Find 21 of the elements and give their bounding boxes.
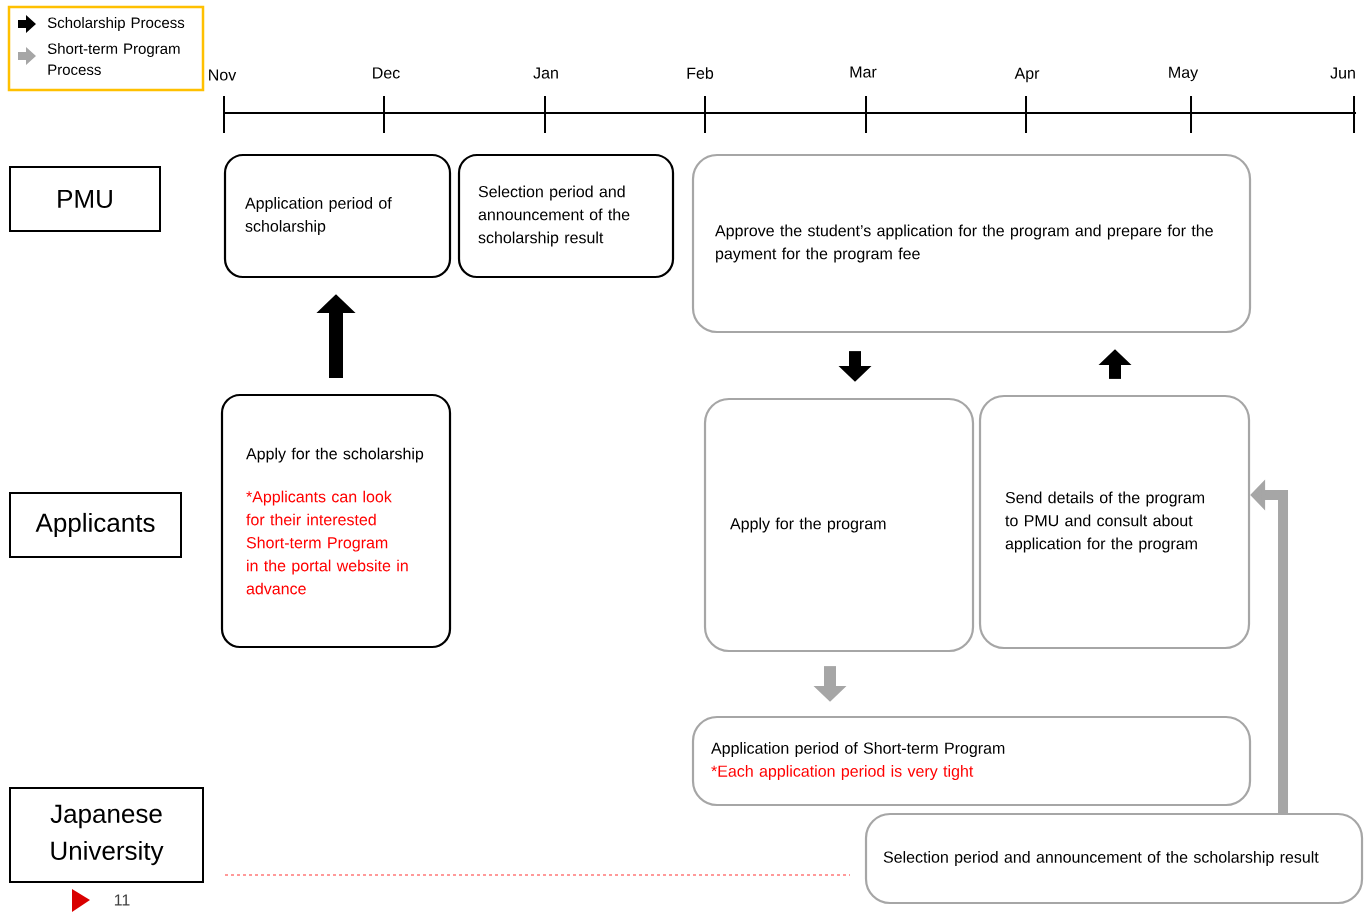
lane-label-box: Applicants [9, 492, 182, 558]
month-label: Jun [1330, 67, 1355, 79]
legend-label: Scholarship Process [47, 17, 185, 31]
month-label: Mar [850, 66, 877, 78]
lane-label-box: PMU [9, 166, 161, 232]
month-label: May [1169, 66, 1199, 82]
process-box: Selection period and announcement of the scholarship result [864, 812, 1364, 905]
process-box: Approve the student’s application for the program and prepare for the payment for the program fee [691, 153, 1252, 334]
legend-label: Short-term Program Process [47, 43, 180, 75]
month-label: Jan [533, 67, 558, 79]
process-box: Send details of the program to PMU and consult about application for the program [978, 394, 1251, 650]
process-box: Apply for the program [703, 397, 975, 653]
month-label: Feb [687, 67, 714, 79]
month-label: Apr [1014, 67, 1040, 83]
lane-label-box: Japanese University [9, 787, 204, 883]
process-box: Application period of scholarship [223, 153, 452, 279]
process-box: Apply for the scholarship *Applicants can look for their interested Short-term Program in the portal website in advance [220, 393, 452, 649]
process-box: Selection period and announcement of the scholarship result [457, 153, 675, 279]
process-box: Application period of Short-term Program *Each application period is very tight [691, 715, 1252, 807]
month-label: Nov [209, 69, 237, 81]
month-label: Dec [373, 67, 400, 79]
